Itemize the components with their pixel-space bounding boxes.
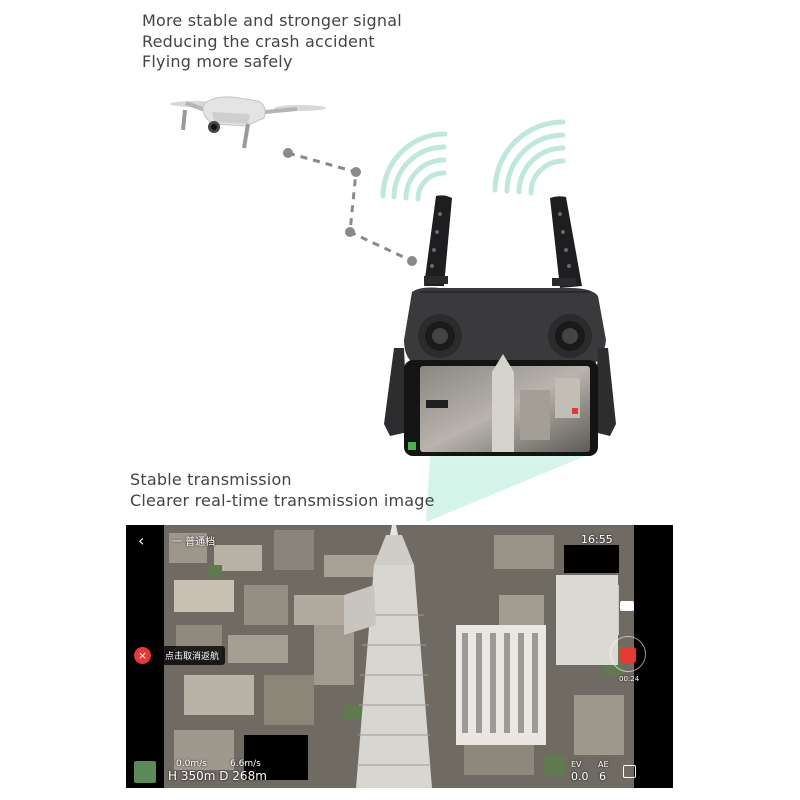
cancel-return-home[interactable]: × 点击取消返航 — [134, 646, 226, 665]
flight-path — [283, 148, 417, 266]
ev-value[interactable]: 0.0 — [571, 770, 589, 783]
feature-line-1: More stable and stronger signal — [142, 11, 402, 30]
flight-mode-label[interactable]: 一 普通档 — [172, 537, 216, 548]
ae-value[interactable]: 6 — [599, 770, 606, 783]
transmission-line-1: Stable transmission — [130, 470, 292, 489]
back-icon[interactable]: ‹ — [138, 531, 145, 550]
smartphone-icon — [404, 354, 598, 456]
recording-time: 00:24 — [619, 675, 640, 683]
aerial-city-view — [164, 525, 634, 788]
top-feature-copy: More stable and stronger signal Reducing… — [142, 11, 402, 73]
status-clock: 16:55 — [581, 533, 613, 546]
signal-wave-icon-right — [492, 119, 566, 196]
product-illustration — [170, 96, 616, 522]
vertical-speed: 6.6m/s — [230, 759, 261, 769]
feature-line-3: Flying more safely — [142, 52, 293, 71]
office-building — [456, 575, 618, 745]
feature-line-2: Reducing the crash accident — [142, 31, 375, 51]
close-icon[interactable]: × — [134, 647, 151, 664]
map-icon[interactable] — [134, 761, 156, 783]
record-button[interactable] — [620, 647, 636, 663]
remote-controller-icon — [384, 195, 616, 436]
distance-readout: H 350m D 268m — [168, 769, 267, 783]
tower — [344, 525, 432, 788]
signal-wave-icon — [380, 131, 448, 202]
camera-switch-icon[interactable] — [620, 601, 634, 611]
transmission-line-2: Clearer real-time transmission image — [130, 490, 435, 510]
transmission-beam — [426, 455, 588, 522]
ev-label: EV — [571, 760, 582, 769]
transmission-copy: Stable transmission Clearer real-time tr… — [130, 470, 435, 511]
drone-icon — [170, 96, 326, 149]
shutter-ring — [610, 636, 646, 672]
cancel-return-home-label: 点击取消返航 — [159, 646, 226, 665]
horizontal-speed: 0.0m/s — [176, 759, 207, 769]
ae-label: AE — [598, 760, 609, 769]
live-view-screen: ‹ 一 普通档 16:55 × 点击取消返航 00:24 0.0m/s 6.6m… — [126, 525, 673, 788]
settings-icon[interactable] — [623, 765, 636, 778]
